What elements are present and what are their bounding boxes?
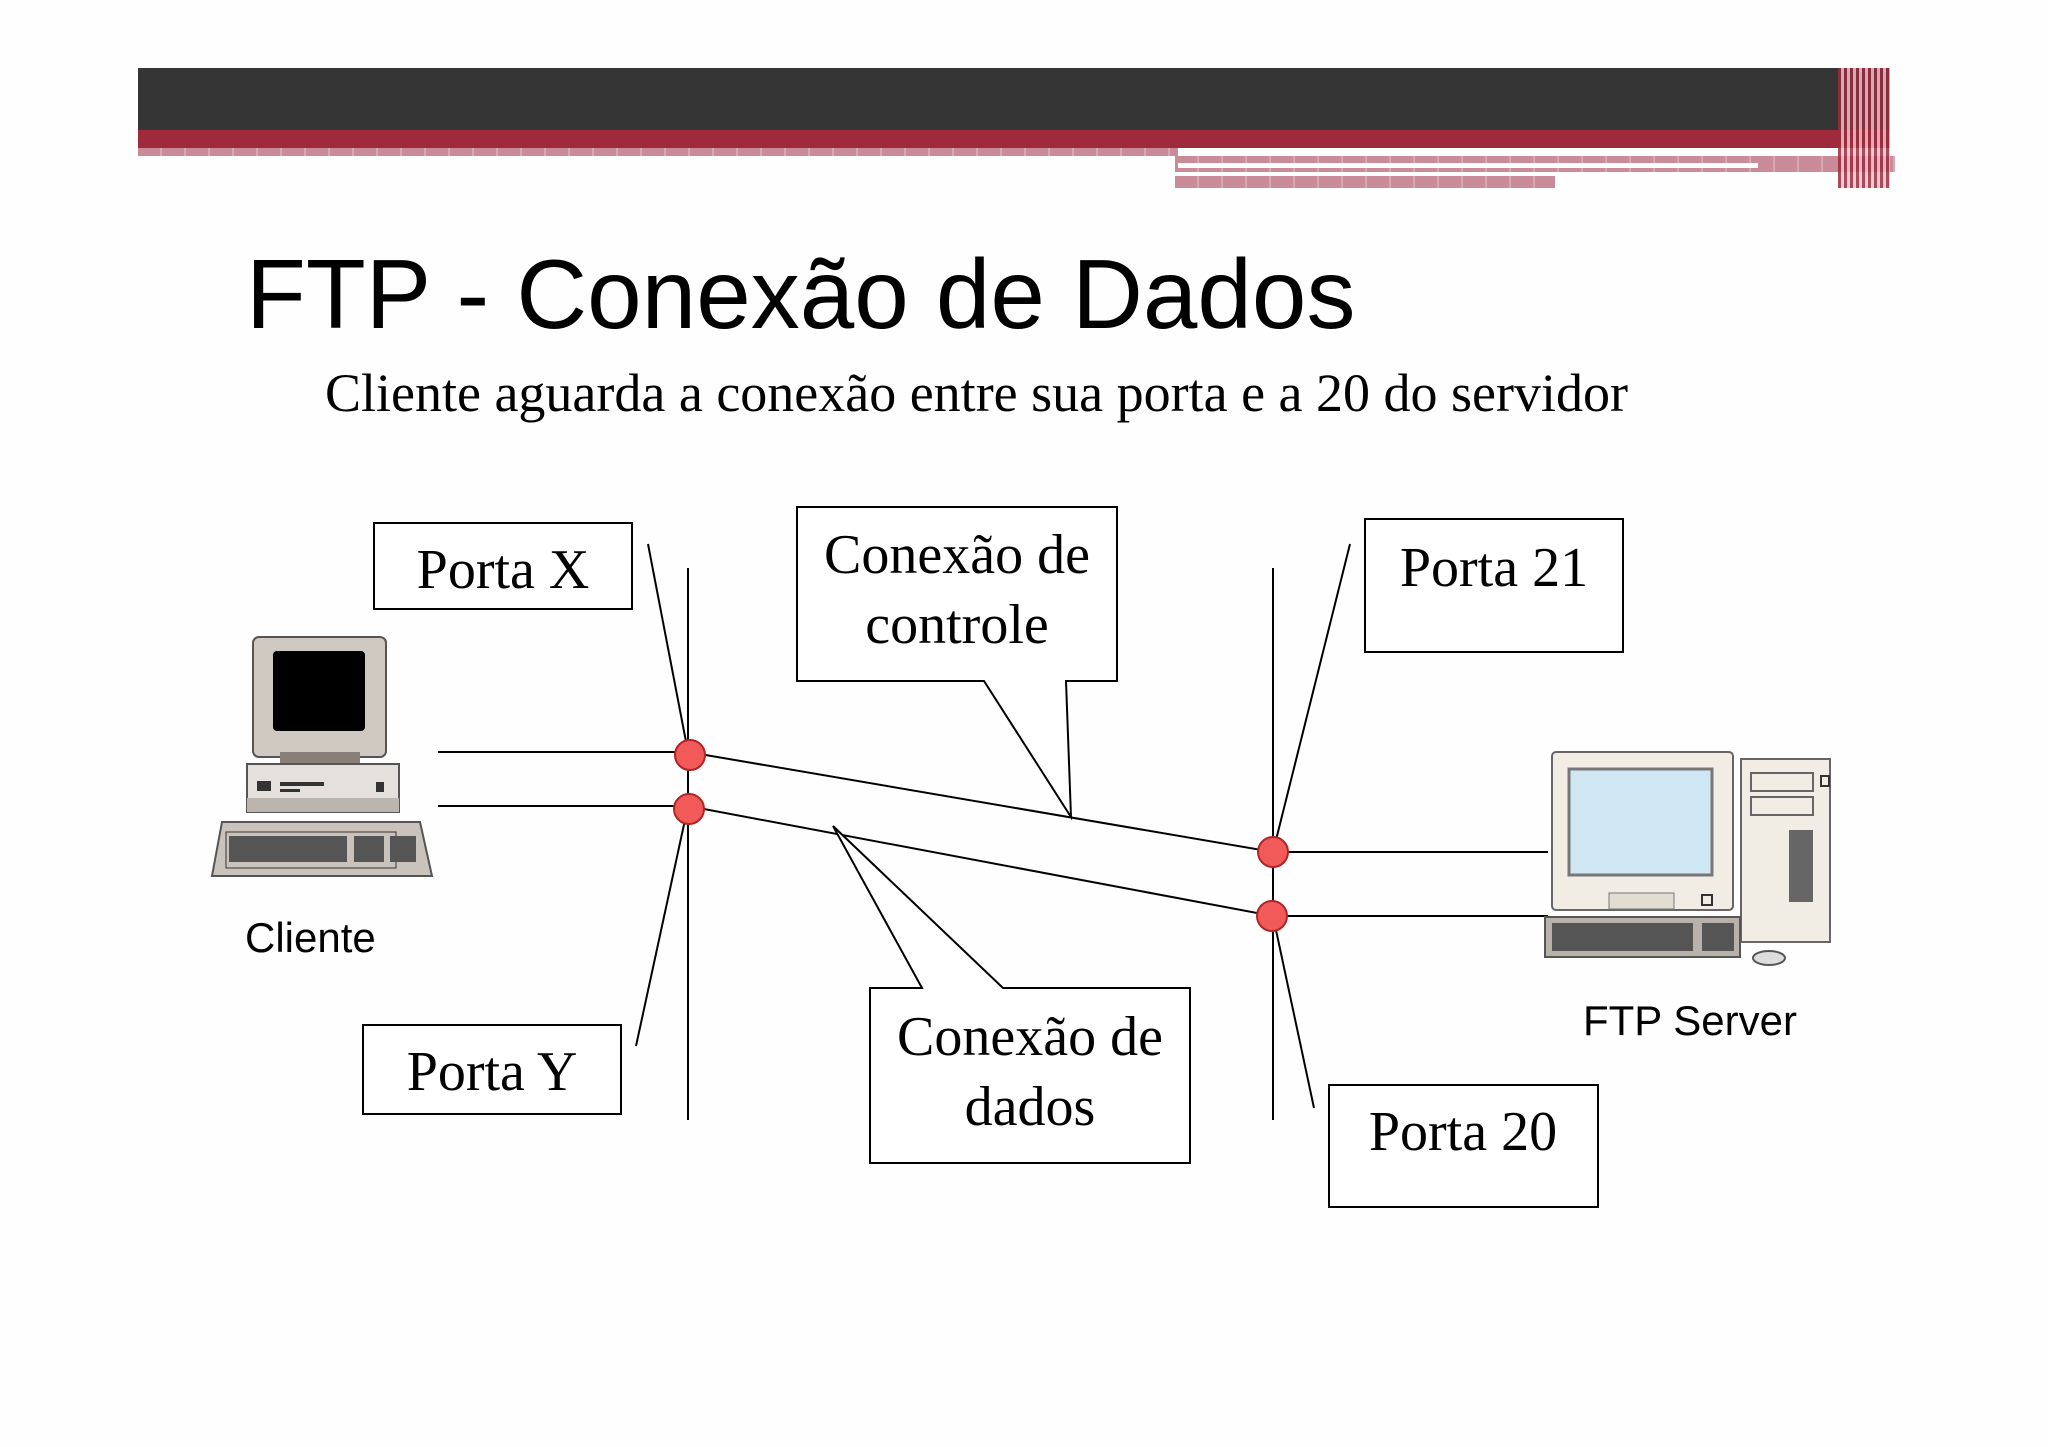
data-callout-box <box>832 825 1191 1164</box>
header-band-pink-bottom <box>1175 176 1555 188</box>
porta-21-pointer <box>1272 543 1351 853</box>
porta-x-box <box>373 522 633 610</box>
server-computer-icon <box>1544 751 1831 966</box>
porta-21-box <box>1364 518 1624 653</box>
data-callout-line2: dados <box>965 1076 1096 1138</box>
porta-20-box <box>1328 1084 1599 1208</box>
server-port-20-dot <box>1256 900 1288 932</box>
porta-x-label: Porta X <box>417 539 590 601</box>
porta-20-label: Porta 20 <box>1369 1101 1557 1163</box>
slide-subtitle: Cliente aguarda a conexão entre sua port… <box>325 363 1628 423</box>
client-computer-icon <box>210 636 434 877</box>
client-port-y-dot <box>673 793 705 825</box>
client-caption: Cliente <box>245 914 376 961</box>
client-port-x-dot <box>674 739 706 771</box>
header-band-highlight <box>1178 163 1758 168</box>
header-band-red <box>138 130 1890 148</box>
data-connection-line <box>687 805 1274 917</box>
data-callout-line1: Conexão de <box>897 1006 1163 1068</box>
header-band-dark <box>138 68 1890 130</box>
porta-y-box <box>362 1024 622 1115</box>
control-connection-line <box>687 751 1274 853</box>
porta-y-label: Porta Y <box>407 1041 578 1103</box>
control-callout-line2: controle <box>865 594 1048 656</box>
control-callout-line1: Conexão de <box>824 524 1090 586</box>
slide-title: FTP - Conexão de Dados <box>246 239 1356 349</box>
header-band-stripes <box>1838 68 1890 188</box>
porta-x-pointer <box>647 543 689 753</box>
porta-20-pointer <box>1272 915 1315 1109</box>
porta-21-label: Porta 21 <box>1400 537 1588 599</box>
header-band-pink <box>138 148 1178 156</box>
control-callout-box <box>796 506 1118 821</box>
server-caption: FTP Server <box>1583 997 1797 1044</box>
porta-y-pointer <box>635 805 689 1047</box>
server-port-21-dot <box>1257 836 1289 868</box>
